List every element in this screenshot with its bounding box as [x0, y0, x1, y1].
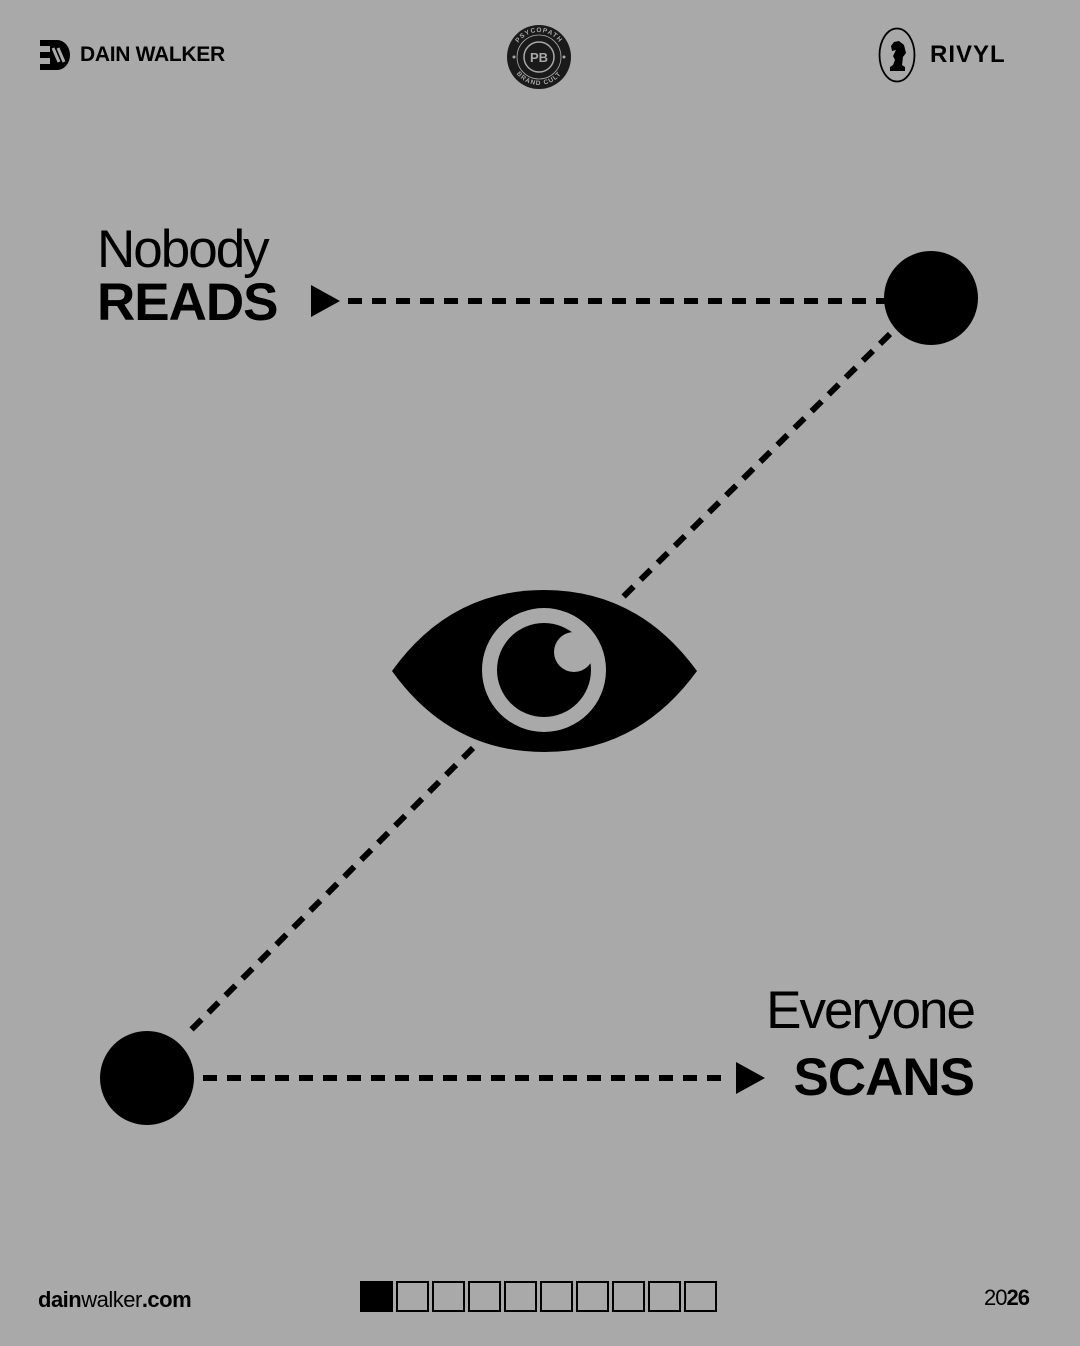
bottom-light-text: Everyone [766, 981, 976, 1040]
website-link[interactable]: dainwalker.com [38, 1287, 192, 1313]
dain-walker-logo: DAIN WALKER [40, 40, 225, 70]
chess-knight-icon [878, 27, 916, 83]
site-part-2: walker [81, 1287, 142, 1312]
pagination-square-4[interactable] [468, 1281, 501, 1312]
top-arrow-icon [311, 285, 340, 317]
year-label: 2026 [984, 1285, 1031, 1311]
bottom-arrow-icon [736, 1062, 765, 1094]
right-brand-name: RIVYL [930, 41, 1006, 68]
pagination-square-9[interactable] [648, 1281, 681, 1312]
pagination-square-10[interactable] [684, 1281, 717, 1312]
upper-diagonal-line [617, 331, 893, 603]
eye-icon [392, 590, 697, 752]
badge-monogram: PB [530, 50, 548, 65]
bottom-left-dot [100, 1031, 194, 1125]
pagination-square-1[interactable] [360, 1281, 393, 1312]
top-bold-text: READS [97, 273, 279, 332]
site-part-1: dain [38, 1287, 82, 1312]
slide-pagination [360, 1281, 720, 1312]
pagination-square-6[interactable] [540, 1281, 573, 1312]
year-part-1: 20 [984, 1285, 1008, 1310]
left-brand-name: DAIN WALKER [80, 43, 225, 66]
pagination-square-8[interactable] [612, 1281, 645, 1312]
pagination-square-7[interactable] [576, 1281, 609, 1312]
pagination-square-5[interactable] [504, 1281, 537, 1312]
psycopath-badge: PSYCOPATH BRAND CULT PB [506, 24, 572, 95]
lower-diagonal-line [182, 745, 476, 1039]
site-part-3: .com [141, 1287, 192, 1312]
year-part-2: 26 [1006, 1285, 1031, 1310]
rivyl-logo: RIVYL [878, 27, 1006, 83]
top-light-text: Nobody [97, 220, 270, 279]
top-right-dot [884, 251, 978, 345]
pagination-square-2[interactable] [396, 1281, 429, 1312]
dw-monogram-icon [40, 40, 70, 70]
pagination-square-3[interactable] [432, 1281, 465, 1312]
bottom-bold-text: SCANS [793, 1048, 975, 1107]
